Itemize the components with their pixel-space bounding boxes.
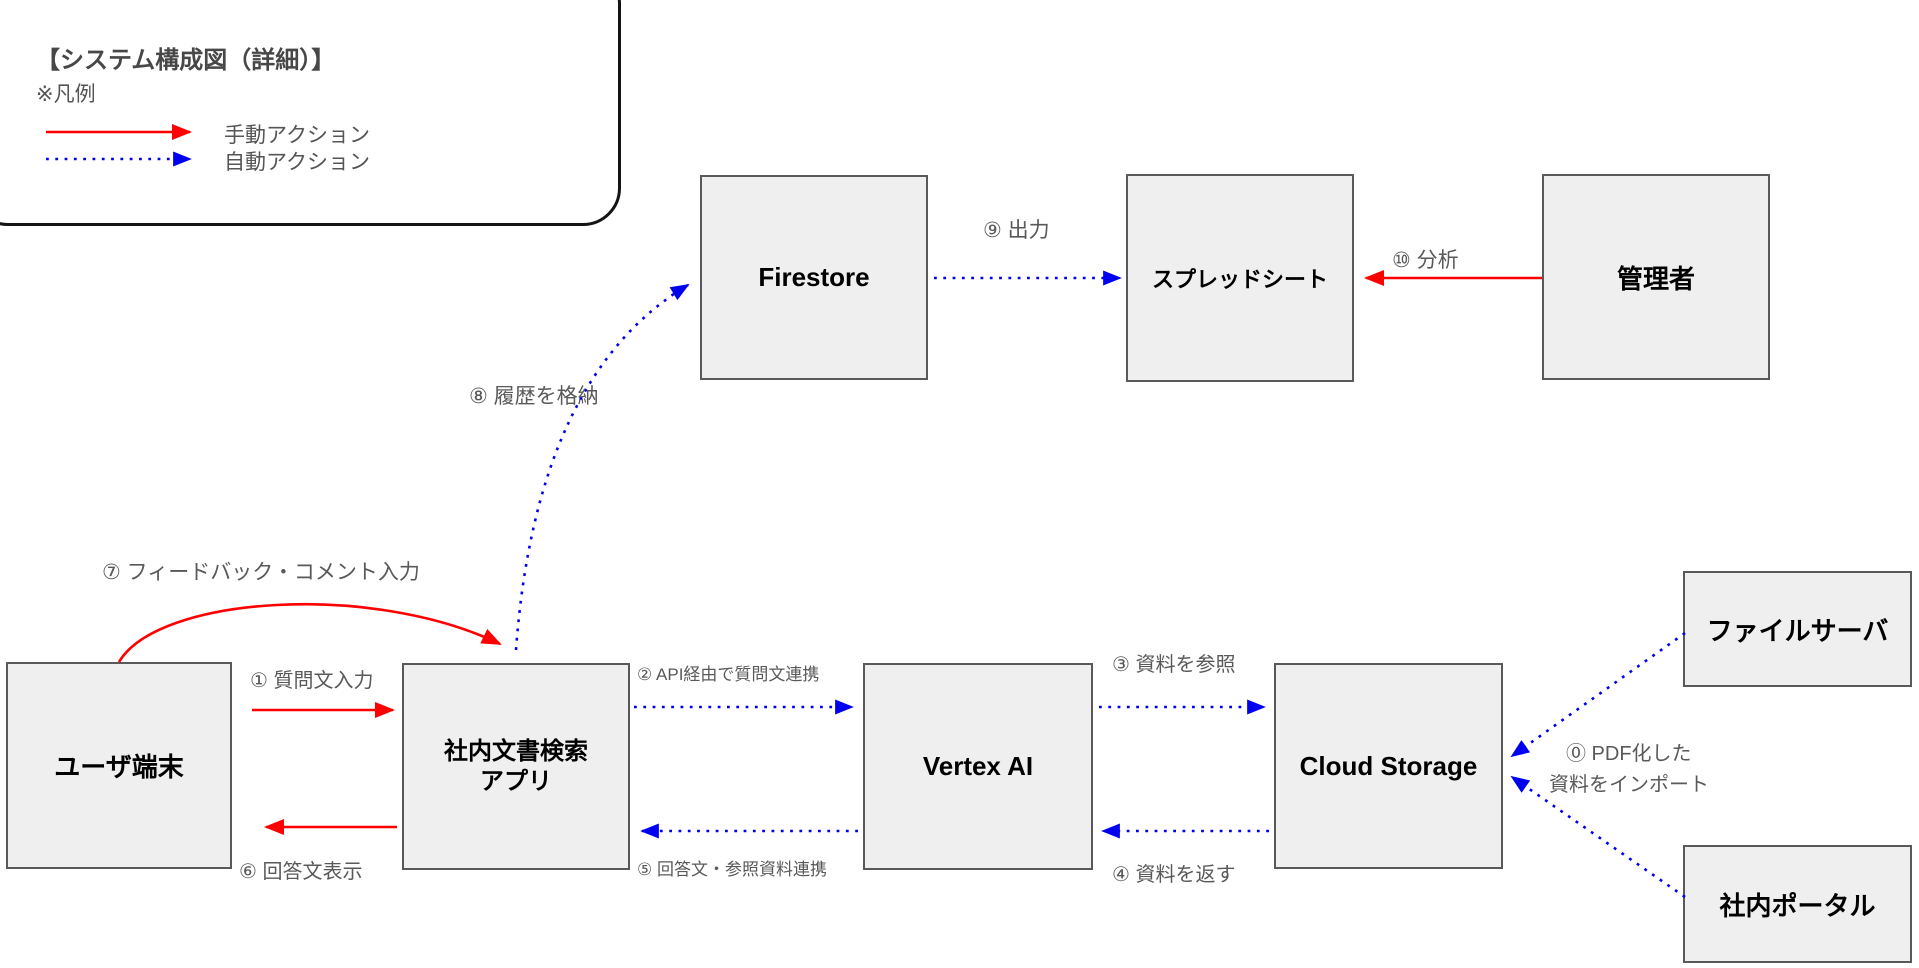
node-admin: 管理者 [1542, 174, 1770, 380]
legend-item-manual-label: 手動アクション [224, 124, 370, 147]
node-search-app-label-line2: アプリ [480, 767, 552, 795]
node-vertex-ai: Vertex AI [863, 663, 1093, 870]
legend-note: ※凡例 [36, 83, 96, 106]
legend-item-auto-label: 自動アクション [224, 151, 370, 174]
edge-9-label: ⑨ 出力 [983, 219, 1050, 242]
edge-3-label: ③ 資料を参照 [1112, 654, 1236, 676]
node-cloud-storage-label: Cloud Storage [1299, 750, 1478, 781]
edge-2-label: ② API経由で質問文連携 [637, 665, 820, 684]
edge-8-label: ⑧ 履歴を格納 [469, 385, 599, 408]
node-user-terminal-label: ユーザ端末 [54, 752, 184, 782]
node-admin-label: 管理者 [1616, 263, 1695, 294]
node-cloud-storage: Cloud Storage [1274, 663, 1503, 869]
node-search-app-label: 社内文書検索 アプリ [444, 737, 588, 797]
edge-7-feedback-comment-arrow [117, 602, 502, 663]
edge-7-label: ⑦ フィードバック・コメント入力 [102, 561, 420, 584]
node-spreadsheet-label: スプレッドシート [1151, 267, 1328, 292]
edge-5-label: ⑤ 回答文・参照資料連携 [637, 860, 827, 879]
node-portal: 社内ポータル [1683, 845, 1912, 963]
node-search-app-label-line1: 社内文書検索 [444, 737, 588, 765]
edge-6-label: ⑥ 回答文表示 [239, 861, 363, 883]
node-firestore-label: Firestore [758, 262, 870, 292]
edge-0-label-line2: 資料をインポート [1549, 774, 1709, 796]
edge-8-store-history-arrow [514, 283, 690, 651]
node-vertex-ai-label: Vertex AI [922, 751, 1034, 781]
legend-title: 【システム構成図（詳細）】 [36, 47, 336, 74]
node-firestore: Firestore [700, 175, 928, 380]
legend-panel [0, 0, 621, 226]
node-file-server: ファイルサーバ [1683, 571, 1912, 687]
node-portal-label: 社内ポータル [1719, 890, 1876, 921]
node-spreadsheet: スプレッドシート [1126, 174, 1354, 382]
node-search-app: 社内文書検索 アプリ [402, 663, 630, 870]
node-user-terminal: ユーザ端末 [6, 662, 232, 869]
edge-1-label: ① 質問文入力 [250, 670, 374, 692]
edge-4-label: ④ 資料を返す [1112, 864, 1236, 886]
edge-10-label: ⑩ 分析 [1392, 249, 1459, 272]
node-file-server-label: ファイルサーバ [1706, 615, 1889, 646]
edge-0-label-line1: ⓪ PDF化した [1566, 743, 1692, 765]
